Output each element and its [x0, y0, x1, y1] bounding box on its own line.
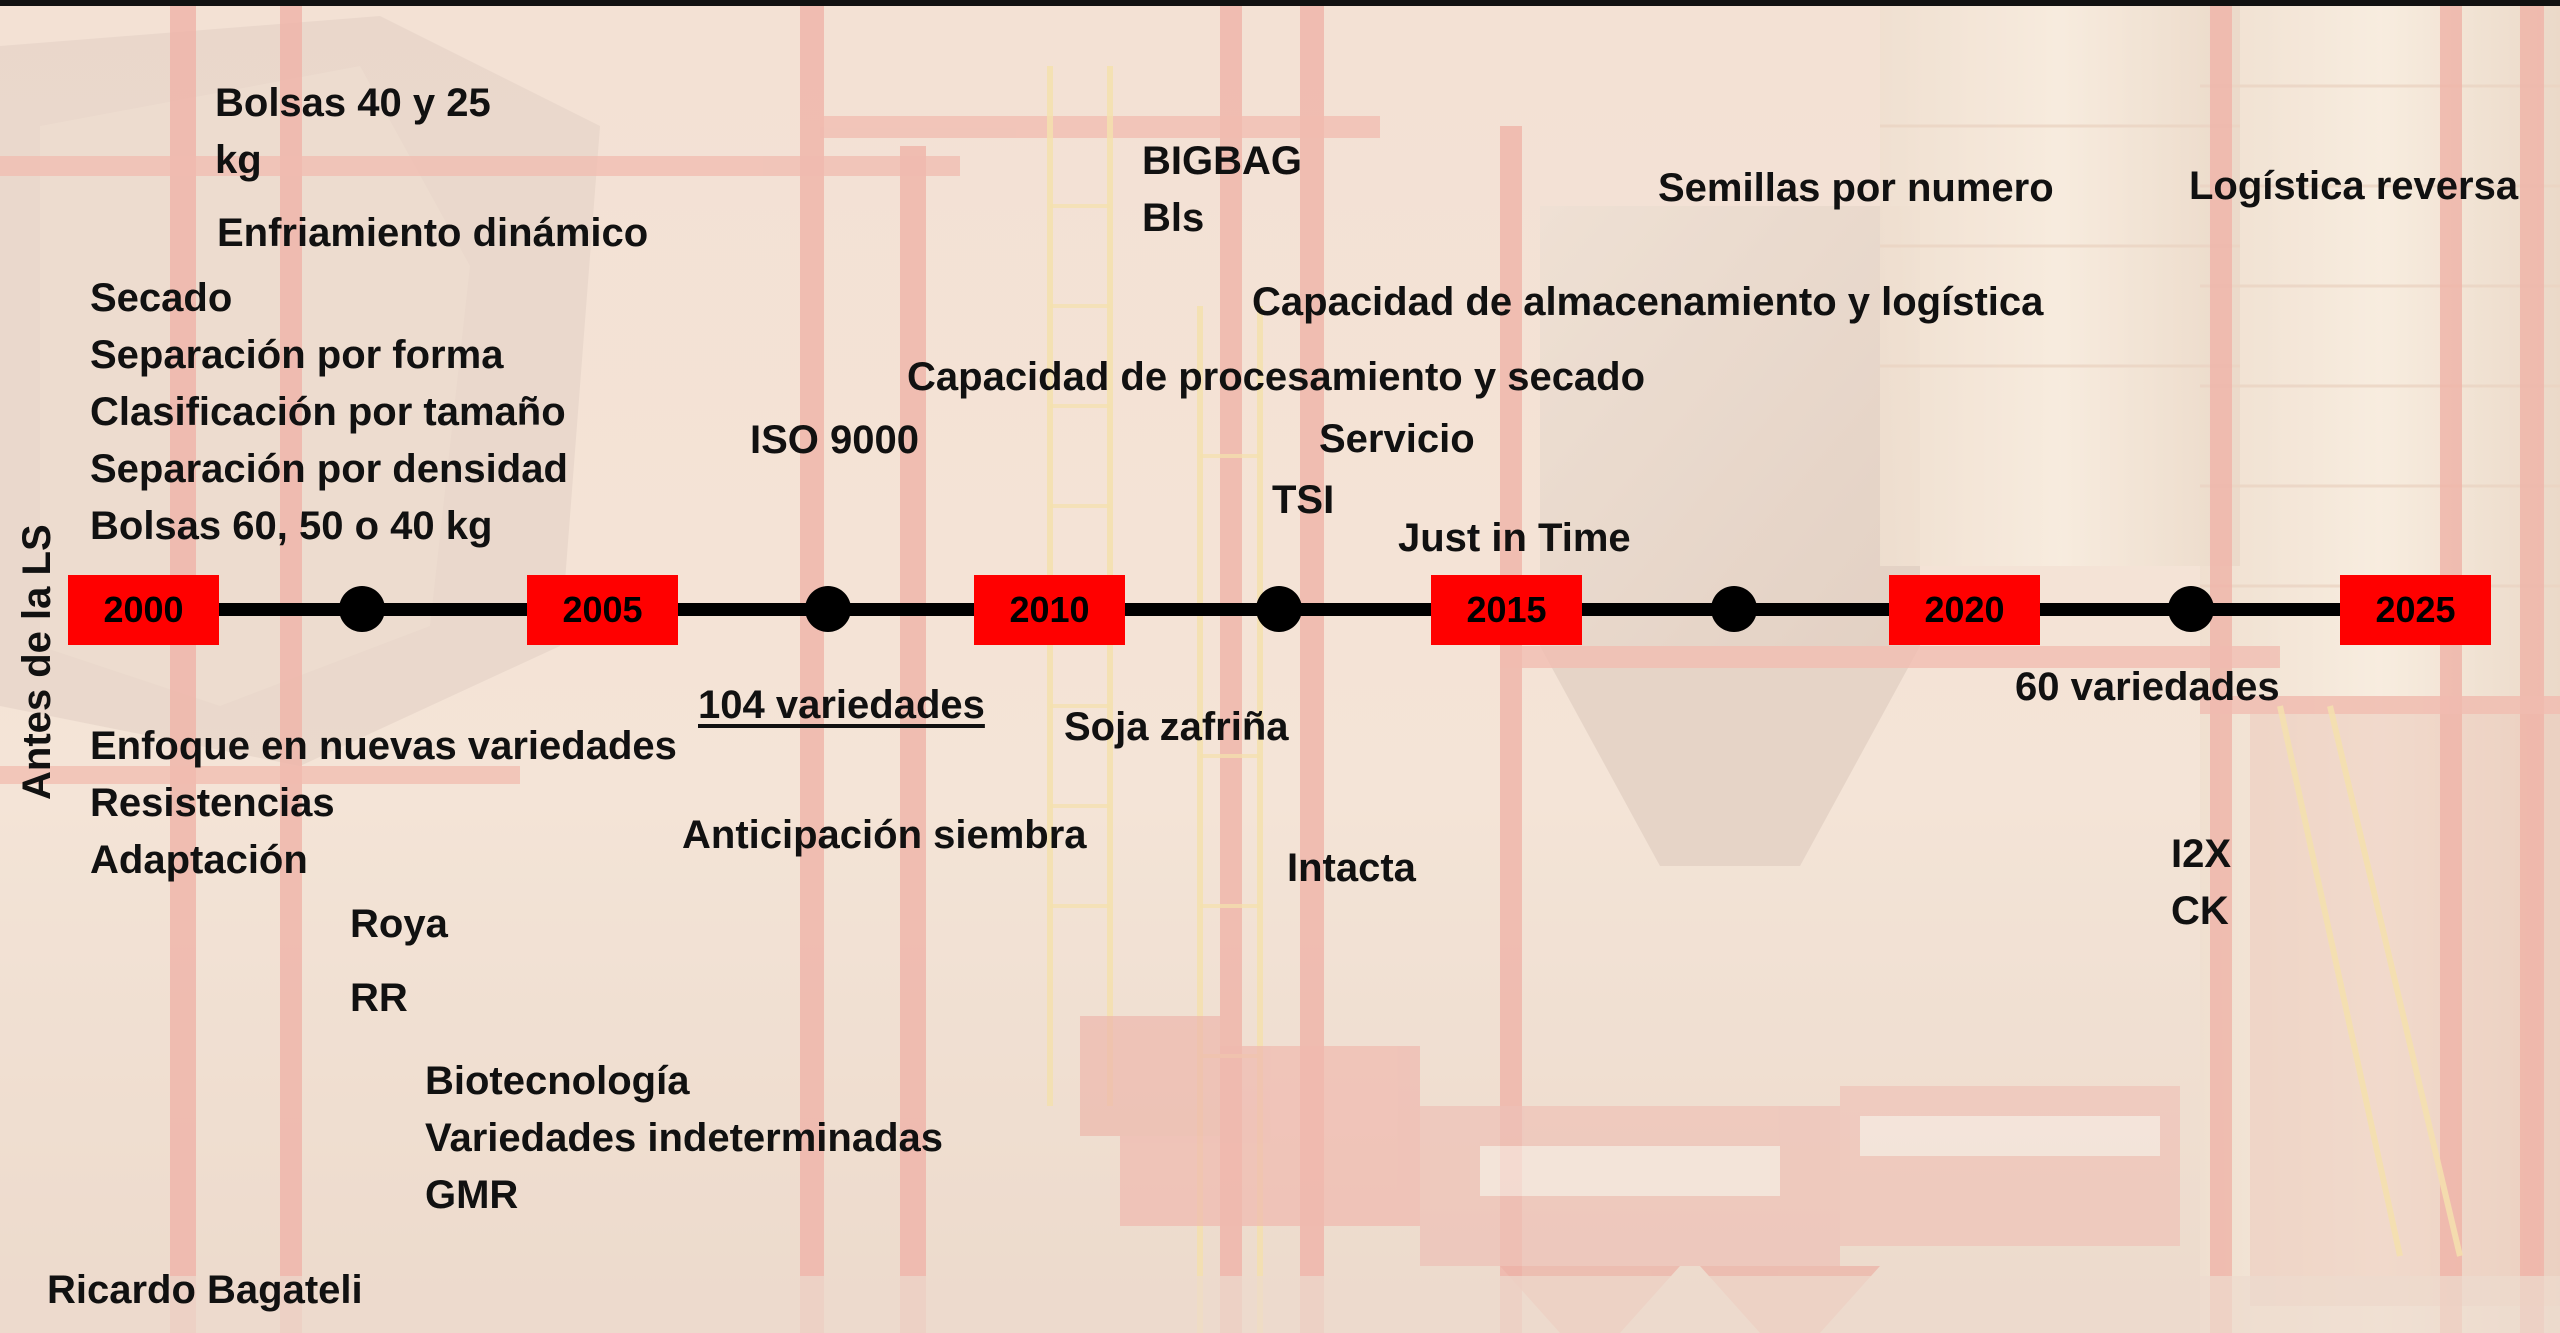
label-bls: Bls: [1142, 196, 1205, 240]
label-anticipacion-siembra: Anticipación siembra: [682, 813, 1087, 857]
label-bolsas-40-25-line2: kg: [215, 138, 262, 182]
label-capacidad-almacenamiento: Capacidad de almacenamiento y logística: [1252, 280, 2044, 324]
label-resistencias: Resistencias: [90, 781, 335, 825]
background-plant-illustration: [0, 6, 2560, 1333]
label-enfriamiento: Enfriamiento dinámico: [217, 211, 649, 255]
label-clasificacion: Clasificación por tamaño: [90, 390, 566, 434]
label-capacidad-procesamiento: Capacidad de procesamiento y secado: [907, 355, 1646, 399]
year-2025-marker: 2025: [2340, 575, 2491, 645]
year-2015-marker: 2015: [1431, 575, 1582, 645]
side-label: Antes de la LS: [15, 524, 59, 800]
label-secado: Secado: [90, 276, 233, 320]
label-roya: Roya: [350, 902, 448, 946]
label-servicio: Servicio: [1319, 417, 1475, 461]
label-variedades-indeterminadas: Variedades indeterminadas: [425, 1116, 944, 1160]
label-60-variedades: 60 variedades: [2015, 665, 2280, 709]
timeline-dot-2022: [2168, 586, 2214, 632]
background-fade-overlay: [0, 6, 2560, 1333]
label-ck: CK: [2171, 889, 2229, 933]
top-border: [0, 0, 2560, 6]
label-rr: RR: [350, 976, 408, 1020]
year-2000-marker: 2000: [68, 575, 219, 645]
label-104-variedades: 104 variedades: [698, 683, 985, 727]
label-separacion-densidad: Separación por densidad: [90, 447, 568, 491]
label-intacta: Intacta: [1287, 846, 1416, 890]
author-credit: Ricardo Bagateli: [47, 1268, 363, 1312]
year-2005-marker: 2005: [527, 575, 678, 645]
timeline-dot-2007: [805, 586, 851, 632]
timeline-dot-2017: [1711, 586, 1757, 632]
label-biotecnologia: Biotecnología: [425, 1059, 690, 1103]
label-logistica-reversa: Logística reversa: [2189, 164, 2519, 208]
timeline-dot-2002: [339, 586, 385, 632]
label-gmr: GMR: [425, 1173, 519, 1217]
label-iso-9000: ISO 9000: [750, 418, 920, 462]
label-i2x: I2X: [2171, 832, 2232, 876]
label-separacion-forma: Separación por forma: [90, 333, 504, 377]
label-semillas-por-numero: Semillas por numero: [1658, 166, 2054, 210]
label-enfoque: Enfoque en nuevas variedades: [90, 724, 677, 768]
label-tsi: TSI: [1272, 478, 1335, 522]
year-2010-marker: 2010: [974, 575, 1125, 645]
label-soja-zafrina: Soja zafriña: [1064, 705, 1289, 749]
year-2020-marker: 2020: [1889, 575, 2040, 645]
label-bolsas-60-50-40: Bolsas 60, 50 o 40 kg: [90, 504, 493, 548]
timeline-dot-2012: [1256, 586, 1302, 632]
label-just-in-time: Just in Time: [1398, 516, 1631, 560]
label-bigbag: BIGBAG: [1142, 139, 1302, 183]
label-adaptacion: Adaptación: [90, 838, 308, 882]
label-bolsas-40-25-line1: Bolsas 40 y 25: [215, 81, 491, 125]
